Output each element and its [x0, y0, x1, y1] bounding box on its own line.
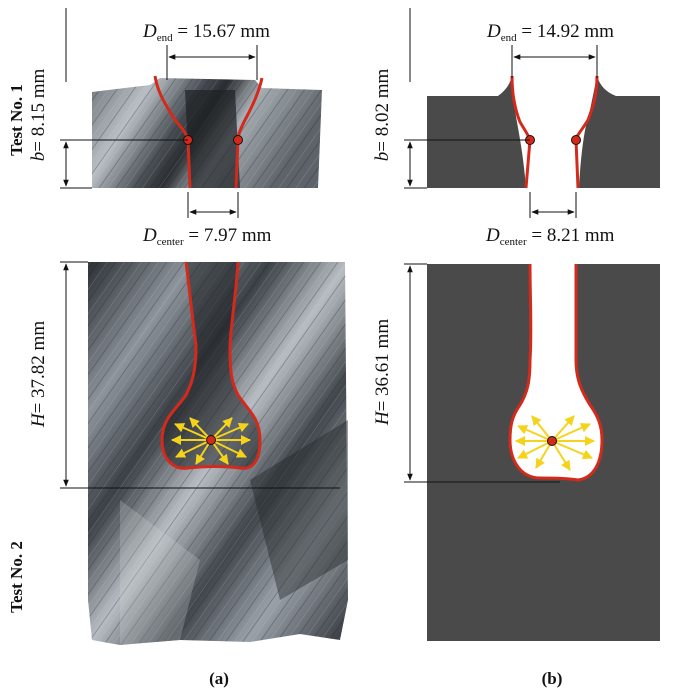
- center-point-b1-right: [571, 135, 581, 145]
- model-b-test1: [427, 75, 660, 189]
- specimen-a1-hole: [185, 90, 240, 188]
- b-label-b: b= 8.02 mm: [372, 69, 393, 162]
- panel-b-caption: (b): [542, 669, 563, 688]
- cavity-a2: [162, 262, 260, 469]
- specimen-a-test2: [88, 261, 348, 645]
- b-label-a: b= 8.15 mm: [28, 69, 49, 162]
- test-2-label: Test No. 2: [7, 541, 26, 613]
- d-center-label-b: Dcenter = 8.21 mm: [485, 225, 615, 248]
- specimen-a-test1: [92, 75, 322, 189]
- d-center-label-a: Dcenter = 7.97 mm: [142, 225, 272, 248]
- outline-a2: [160, 261, 262, 470]
- dimensions-b1: [404, 8, 598, 218]
- h-label-b: H= 36.61 mm: [372, 319, 393, 426]
- center-point-a2: [206, 435, 216, 445]
- d-end-label-b: Dend = 14.92 mm: [486, 21, 614, 44]
- model-b1-left: [427, 76, 526, 188]
- d-end-label-a: Dend = 15.67 mm: [142, 21, 270, 44]
- center-point-a1-right: [233, 135, 243, 145]
- test-1-label: Test No. 1: [7, 84, 26, 156]
- panel-a-caption: (a): [209, 669, 229, 688]
- outline-b2: [508, 263, 604, 482]
- model-b1-right: [579, 76, 660, 188]
- dimensions-b2: [404, 263, 560, 483]
- h-label-a: H= 37.82 mm: [28, 321, 49, 428]
- center-point-b2: [547, 436, 557, 446]
- model-b-test2: [427, 263, 660, 641]
- dimensions-a1: [60, 8, 258, 218]
- dimensions-a2: [60, 261, 340, 489]
